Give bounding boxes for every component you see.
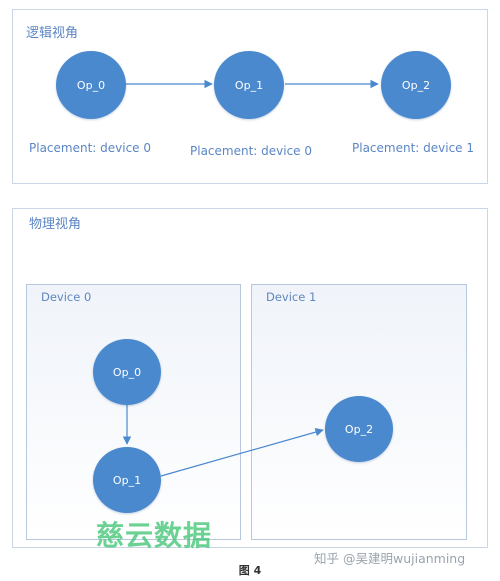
credit-watermark: 知乎 @吴建明wujianming [314, 551, 466, 566]
logical-node-op1: Op_1 [214, 51, 284, 119]
placement-label-op0: Placement: device 0 [29, 141, 152, 155]
physical-view-title: 物理视角 [29, 217, 82, 232]
logical-view-title: 逻辑视角 [26, 26, 79, 41]
physical-node-op2: Op_2 [325, 396, 393, 462]
placement-label-op1: Placement: device 0 [190, 144, 313, 158]
logical-node-op2: Op_2 [381, 51, 451, 119]
device-1-title: Device 1 [266, 290, 317, 304]
logical-node-op0: Op_0 [56, 51, 126, 119]
placement-label-op2: Placement: device 1 [352, 141, 475, 155]
physical-node-op1: Op_1 [93, 447, 161, 513]
figure-caption: 图 4 [238, 564, 262, 577]
brand-watermark: 慈云数据 [96, 519, 213, 552]
physical-node-op0: Op_0 [93, 339, 161, 405]
device-0-title: Device 0 [41, 290, 92, 304]
